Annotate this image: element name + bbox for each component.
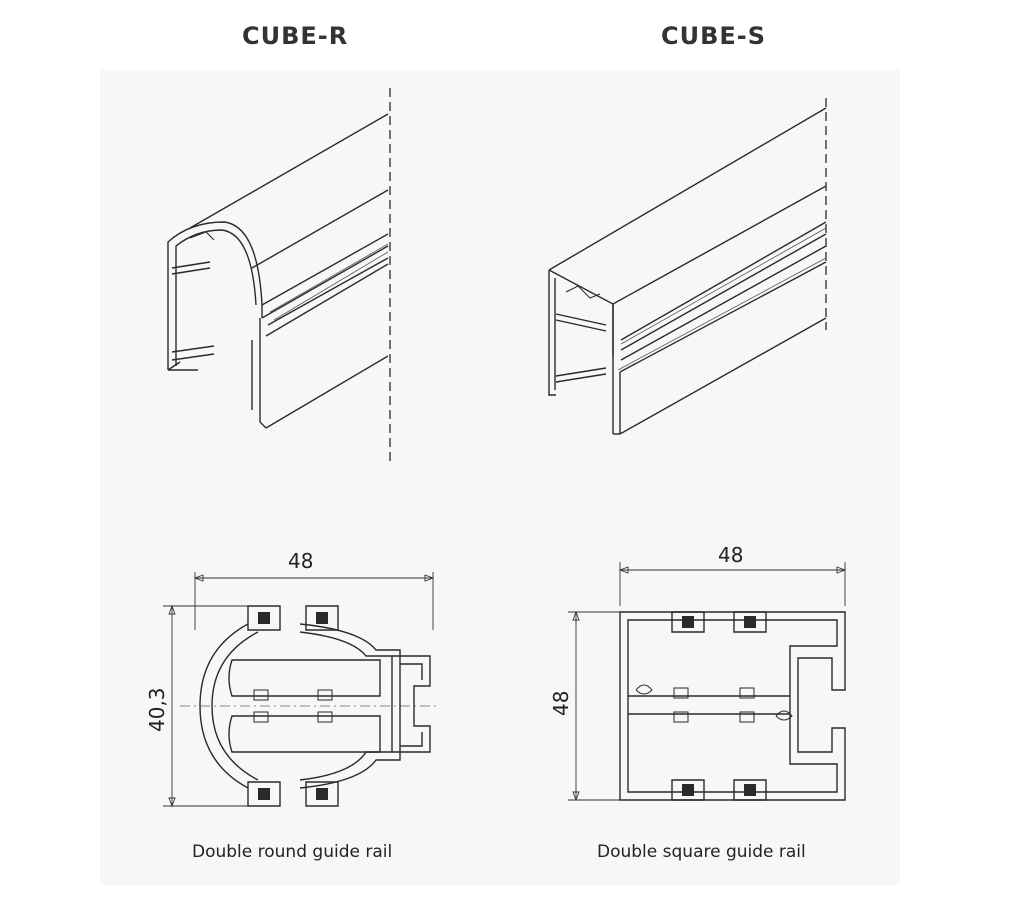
dim-round-width: 48 [288, 549, 313, 573]
cube-s-perspective [548, 98, 827, 435]
caption-round-rail: Double round guide rail [192, 842, 393, 862]
title-cube-s: CUBE-S [661, 22, 767, 50]
dim-square-width: 48 [718, 543, 743, 567]
dim-square-height: 48 [549, 691, 573, 716]
dim-round-height: 40,3 [145, 687, 169, 732]
caption-square-rail: Double square guide rail [597, 842, 806, 862]
cube-r-perspective [167, 88, 391, 462]
cube-r-section: 48 40,3 [145, 549, 440, 808]
cube-s-section: 48 48 [549, 543, 847, 802]
title-cube-r: CUBE-R [242, 22, 349, 50]
drawing-background [100, 70, 900, 885]
